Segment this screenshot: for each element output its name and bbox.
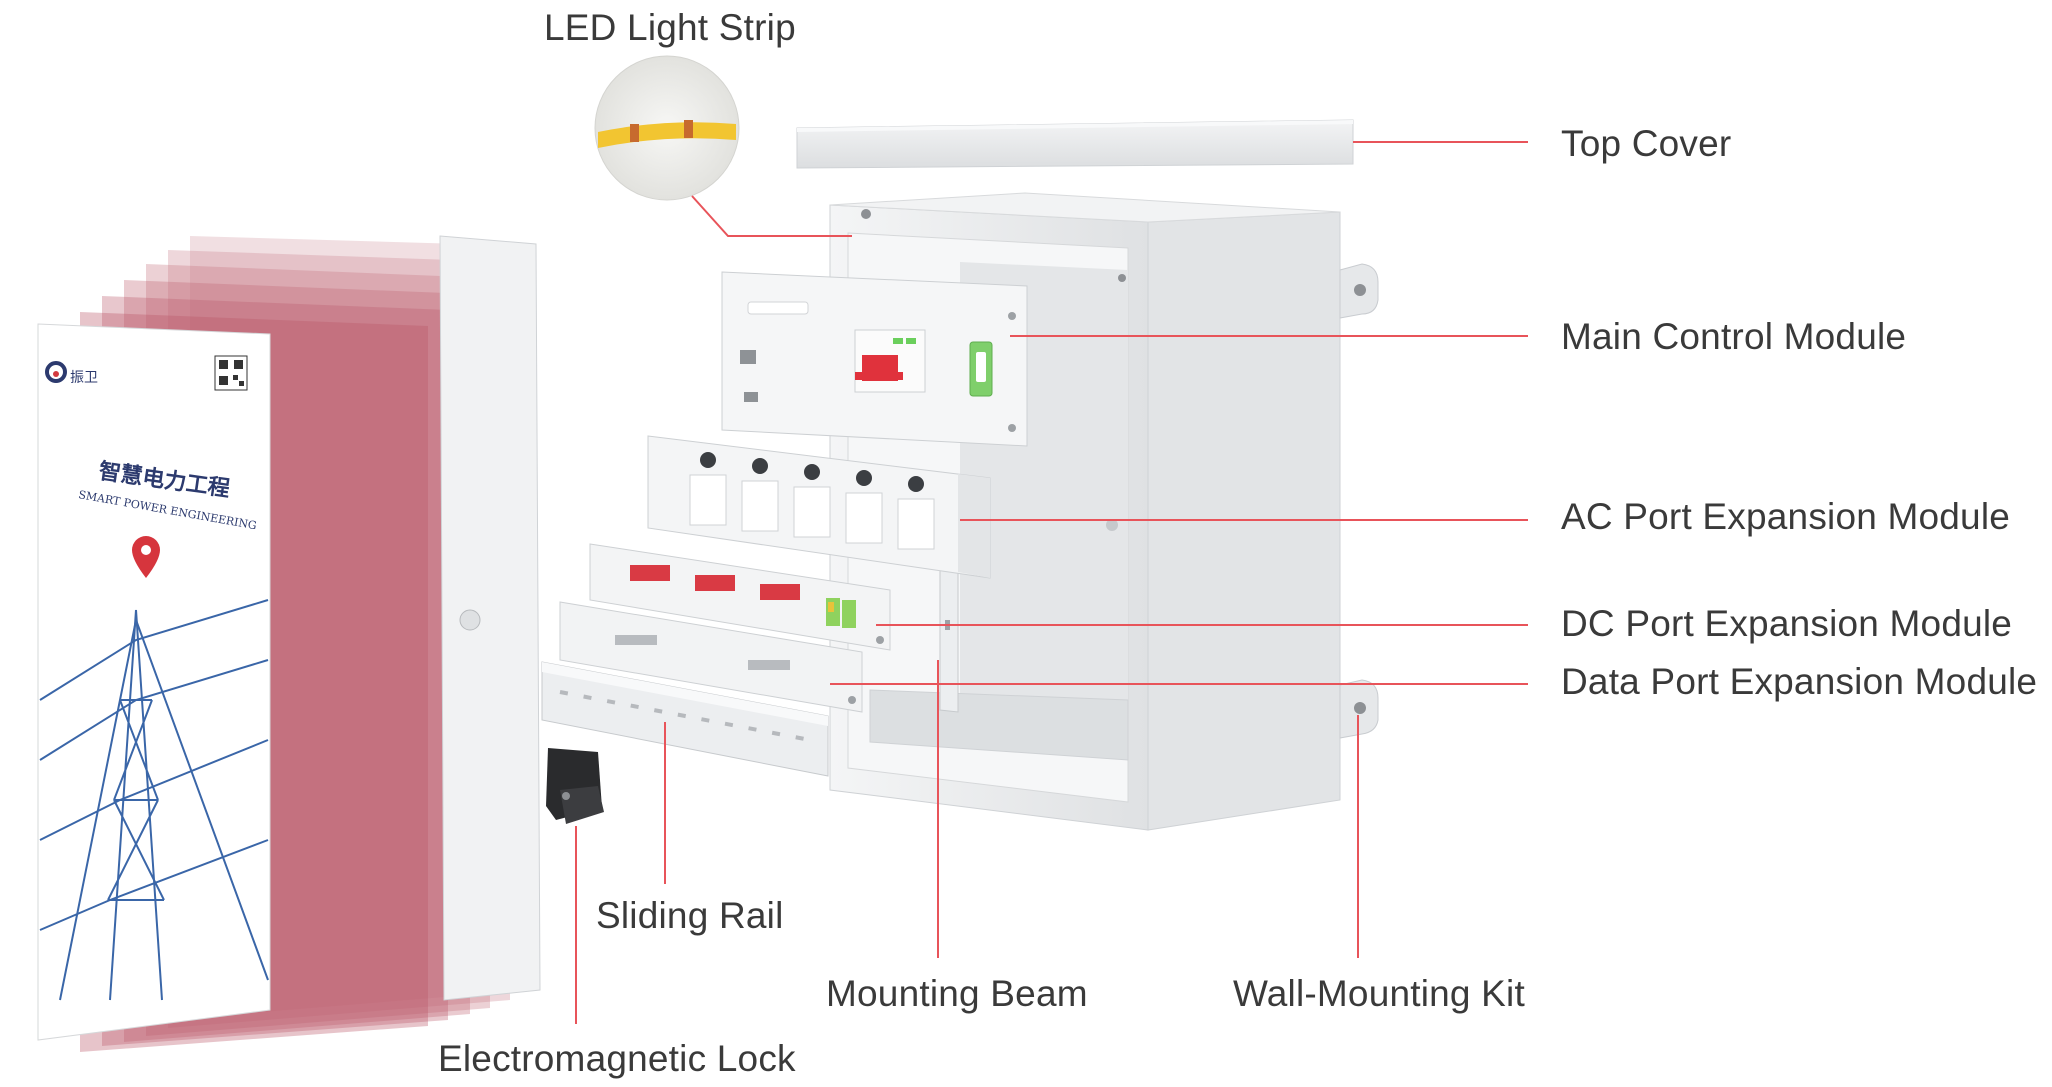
label-top-cover: Top Cover	[1561, 123, 1732, 164]
door-assembly: 振卫 智慧电力工程 SMART POWER ENGINEERING	[37, 235, 541, 1052]
dc-port-expansion-module	[589, 543, 891, 651]
door-qr-code	[214, 355, 248, 391]
ac-socket-row	[689, 452, 935, 550]
ac-port-expansion-module	[647, 435, 991, 579]
label-electromagnetic-lock: Electromagnetic Lock	[438, 1038, 796, 1079]
label-data-port-expansion-module: Data Port Expansion Module	[1561, 661, 2038, 702]
leader-line-led-light-strip	[691, 195, 852, 237]
wall-mounting-bracket	[1339, 263, 1379, 739]
electromagnetic-lock	[546, 748, 604, 824]
label-main-control-module: Main Control Module	[1561, 316, 1907, 357]
door-logo: 振卫	[45, 361, 98, 386]
leader-lines	[575, 141, 1528, 1024]
location-pin-icon	[132, 536, 160, 578]
led-light-strip	[594, 55, 740, 201]
sliding-rail	[541, 661, 829, 777]
label-dc-port-expansion-module: DC Port Expansion Module	[1561, 603, 2013, 644]
door-logo-text: 振卫	[70, 370, 98, 386]
data-port-expansion-module	[559, 601, 863, 713]
label-led-light-strip: LED Light Strip	[544, 7, 796, 48]
transmission-tower-icon	[39, 599, 269, 1001]
label-ac-port-expansion-module: AC Port Expansion Module	[1561, 496, 2011, 537]
top-cover	[796, 119, 1354, 169]
main-control-module	[721, 271, 1028, 447]
label-wall-mounting-kit: Wall-Mounting Kit	[1233, 973, 1525, 1014]
label-mounting-beam: Mounting Beam	[826, 973, 1088, 1014]
label-sliding-rail: Sliding Rail	[596, 895, 784, 936]
